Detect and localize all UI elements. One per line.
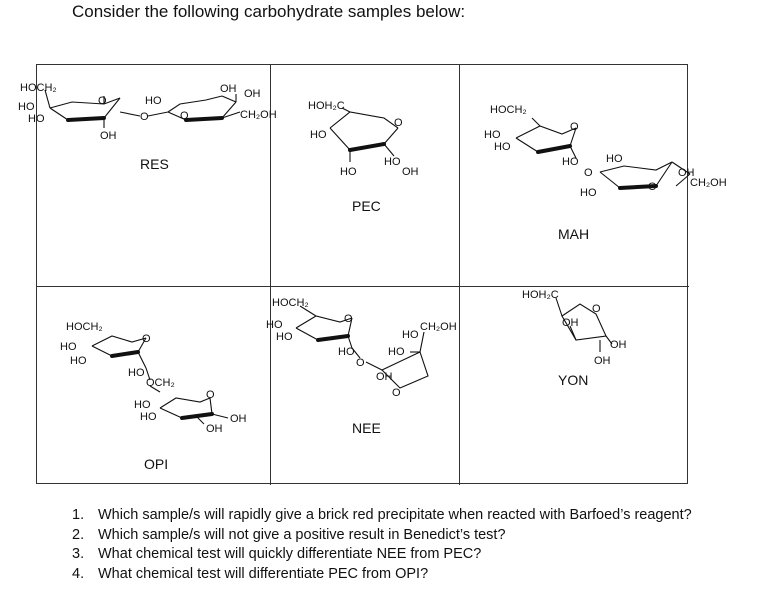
pec-atom: HO [340, 166, 357, 178]
res-atom: O [140, 111, 149, 123]
pec-structure: HOH₂C HO O HO HO OH [308, 100, 419, 178]
yon-atom: OH [610, 339, 627, 351]
res-atom: O [180, 110, 189, 122]
opi-atom: OCH₂ [146, 377, 175, 389]
mah-structure: HOCH₂ HO HO O HO O HO HO O OH CH₂OH [484, 104, 727, 199]
opi-atom: HO [70, 355, 87, 367]
grid-divider [459, 65, 460, 485]
nee-atom: O [392, 387, 401, 399]
mah-atom: HO [562, 156, 579, 168]
mah-atom: HOCH₂ [490, 104, 527, 116]
mah-atom: O [570, 121, 579, 133]
sample-label-pec: PEC [352, 198, 381, 214]
res-atom: OH [244, 88, 261, 100]
opi-atom: OH [230, 413, 247, 425]
sample-label-res: RES [140, 156, 169, 172]
nee-structure: HOCH₂ HO HO O HO O OH HO HO CH₂OH O [266, 297, 457, 399]
nee-atom: HOCH₂ [272, 297, 309, 309]
res-atom: HOCH₂ [20, 82, 57, 94]
question-item: 4. What chemical test will differentiate… [72, 565, 429, 582]
yon-structure: HOH₂C O OH OH OH [522, 289, 627, 367]
opi-atom: HO [60, 341, 77, 353]
nee-atom: O [356, 357, 365, 369]
yon-atom: OH [594, 355, 611, 367]
grid-divider [37, 286, 689, 287]
pec-atom: HO [310, 129, 327, 141]
res-structure: HOCH₂ HO HO O OH O HO O OH OH CH₂OH [18, 82, 277, 142]
nee-atom: HO [338, 346, 355, 358]
grid-divider [270, 65, 271, 485]
opi-atom: HO [128, 367, 145, 379]
sample-label-yon: YON [558, 372, 589, 388]
res-atom: O [98, 95, 107, 107]
yon-atom: OH [562, 317, 579, 329]
samples-grid [36, 64, 689, 485]
mah-atom: HO [606, 153, 623, 165]
opi-atom: HO [140, 411, 157, 423]
res-atom: HO [145, 95, 162, 107]
mah-atom: CH₂OH [690, 177, 727, 189]
nee-atom: OH [376, 371, 393, 383]
mah-atom: HO [580, 187, 597, 199]
pec-atom: O [394, 117, 403, 129]
mah-atom: HO [484, 129, 501, 141]
nee-atom: HO [276, 331, 293, 343]
res-atom: HO [28, 113, 45, 125]
pec-atom: OH [402, 166, 419, 178]
sample-label-nee: NEE [352, 420, 381, 436]
nee-atom: HO [402, 329, 419, 341]
mah-atom: O [648, 181, 657, 193]
res-atom: OH [100, 130, 117, 142]
nee-atom: O [344, 313, 353, 325]
res-atom: CH₂OH [240, 109, 277, 121]
yon-atom: HOH₂C [522, 289, 559, 301]
opi-atom: OH [206, 423, 223, 435]
question-item: 1. Which sample/s will rapidly give a br… [72, 507, 692, 523]
res-atom: HO [18, 101, 35, 113]
res-atom: OH [220, 83, 237, 95]
nee-atom: HO [266, 319, 283, 331]
nee-atom: CH₂OH [420, 321, 457, 333]
opi-atom: O [142, 333, 151, 345]
pec-atom: HOH₂C [308, 100, 345, 112]
pec-atom: HO [384, 156, 401, 168]
sample-label-mah: MAH [558, 226, 590, 242]
opi-atom: HOCH₂ [66, 321, 103, 333]
opi-structure: HOCH₂ HO HO O HO OCH₂ HO HO O OH OH [60, 321, 247, 435]
yon-atom: O [592, 303, 601, 315]
intro-text: Consider the following carbohydrate samp… [72, 2, 466, 21]
opi-atom: HO [134, 399, 151, 411]
question-item: 3. What chemical test will quickly diffe… [72, 546, 482, 562]
opi-atom: O [206, 389, 215, 401]
mah-atom: O [584, 167, 593, 179]
question-item: 2. Which sample/s will not give a positi… [72, 526, 506, 543]
nee-atom: HO [388, 346, 405, 358]
mah-atom: HO [494, 141, 511, 153]
sample-label-opi: OPI [144, 456, 169, 472]
mah-atom: OH [678, 167, 695, 179]
questions-list: 1. Which sample/s will rapidly give a br… [72, 506, 692, 584]
